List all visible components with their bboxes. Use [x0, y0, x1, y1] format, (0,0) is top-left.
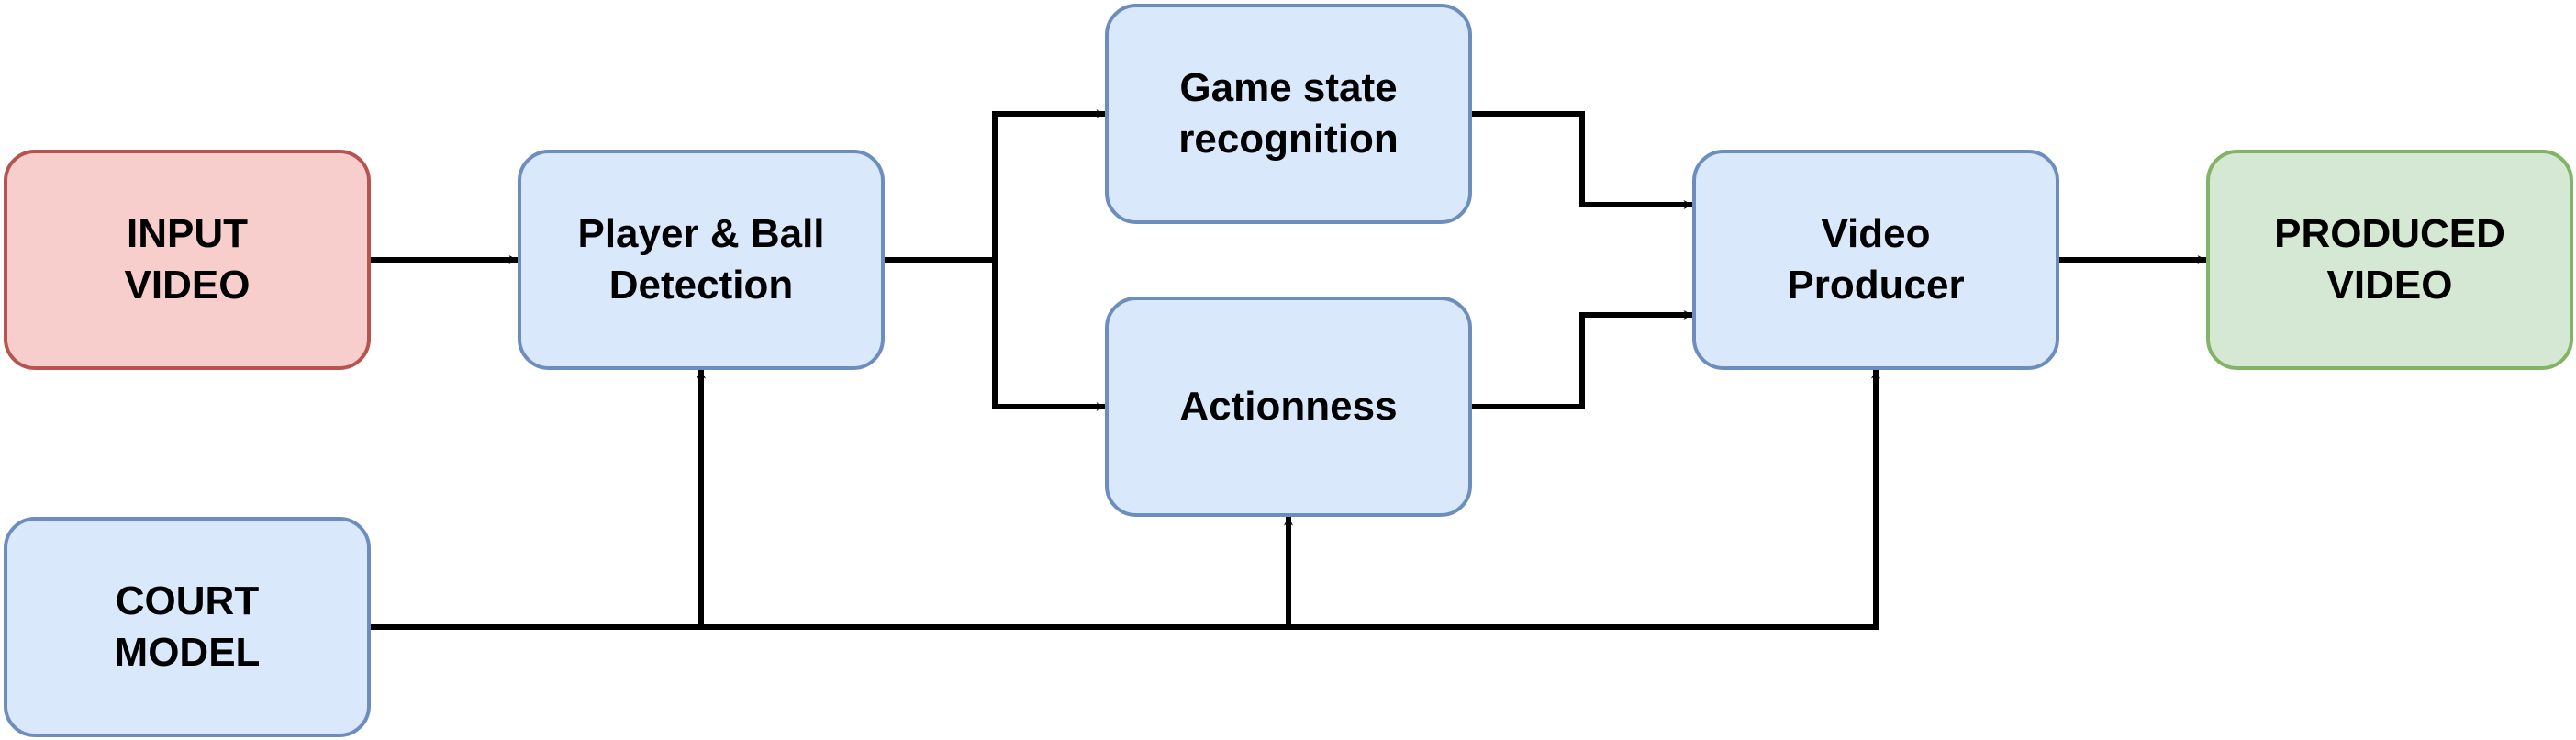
- court-model-node[interactable]: COURT MODEL: [4, 517, 371, 737]
- edge-court-model-to-video-producer: [1288, 369, 1880, 630]
- produced-video-label: PRODUCED VIDEO: [2274, 211, 2505, 308]
- player-ball-detection-label: Player & Ball Detection: [577, 211, 825, 308]
- edge-layer: [371, 109, 2207, 630]
- edge-court-model-to-actionness: [701, 516, 1293, 630]
- court-model-label: COURT MODEL: [114, 578, 261, 675]
- edge-actionness-to-video-producer: [1472, 310, 1693, 409]
- edge-game-state-recognition-to-video-producer: [1472, 111, 1693, 209]
- actionness-node[interactable]: Actionness: [1105, 297, 1472, 517]
- video-producer-node[interactable]: Video Producer: [1692, 150, 2059, 370]
- input-video-label: INPUT VIDEO: [124, 211, 251, 308]
- produced-video-node[interactable]: PRODUCED VIDEO: [2206, 150, 2573, 370]
- player-ball-detection-node[interactable]: Player & Ball Detection: [518, 150, 885, 370]
- video-producer-label: Video Producer: [1787, 211, 1965, 308]
- game-state-recognition-node[interactable]: Game state recognition: [1105, 4, 1472, 224]
- game-state-recognition-label: Game state recognition: [1178, 65, 1399, 162]
- edge-player-ball-detection-to-actionness: [992, 260, 1106, 411]
- edge-court-model-to-player-ball-detection: [371, 369, 706, 630]
- actionness-label: Actionness: [1179, 384, 1398, 429]
- edge-player-ball-detection-to-game-state-recognition: [885, 109, 1106, 263]
- input-video-node[interactable]: INPUT VIDEO: [4, 150, 371, 370]
